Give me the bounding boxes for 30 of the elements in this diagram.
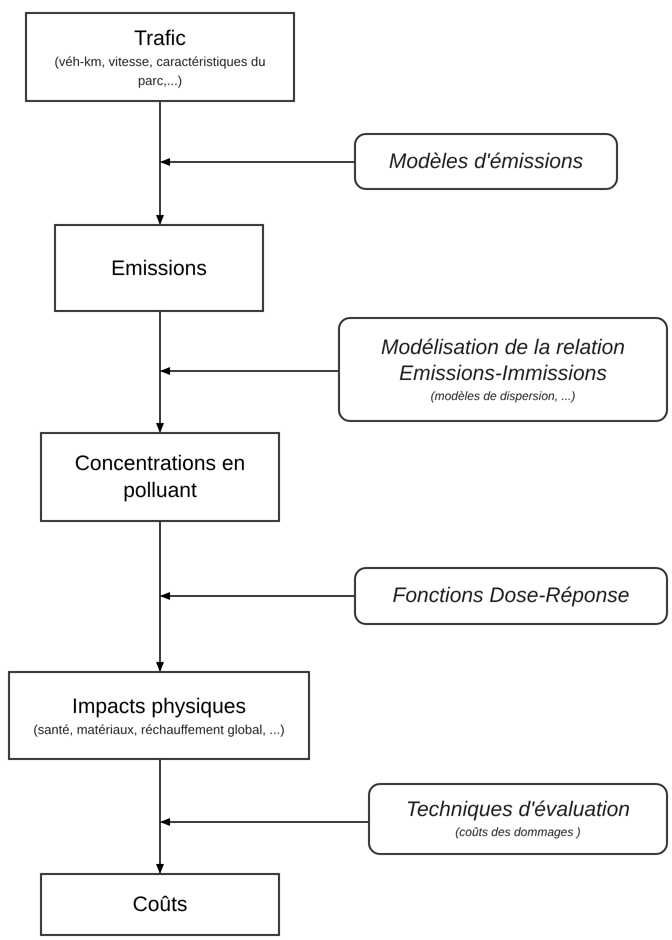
process-title: Coûts [132,892,188,918]
arrow [156,522,164,672]
method-box [354,133,618,190]
arrow [160,158,354,166]
process-box [8,671,310,760]
arrow [160,367,338,375]
method-box [338,317,668,422]
arrow [160,592,354,600]
process-box [25,12,295,102]
method-title: Fonctions Dose-Réponse [392,583,630,609]
process-details: (véh-km, vitesse, caractéristiques du parc,...) [54,52,266,90]
process-title: Concentrations en polluant [74,451,246,504]
process-title: Emissions [111,256,207,282]
method-title: Modèles d'émissions [388,148,584,174]
arrow [156,102,164,225]
process-details: (coûts des dommages ) [455,824,581,841]
process-details: (santé, matériaux, réchauffement global, ...) [33,720,285,738]
process-box [40,432,280,522]
arrow [156,312,164,433]
arrow [156,760,164,874]
process-box [54,224,264,312]
method-title: Techniques d'évaluation [406,797,630,823]
process-title: Trafic [134,26,186,52]
process-details: (modèles de dispersion, ...) [430,388,576,404]
method-box [368,783,668,855]
process-title: Impacts physiques [72,694,246,720]
process-box [40,873,280,936]
arrow [160,818,368,826]
method-title: Modélisation de la relation Emissions-Immissions [380,334,626,386]
method-box [354,567,668,625]
